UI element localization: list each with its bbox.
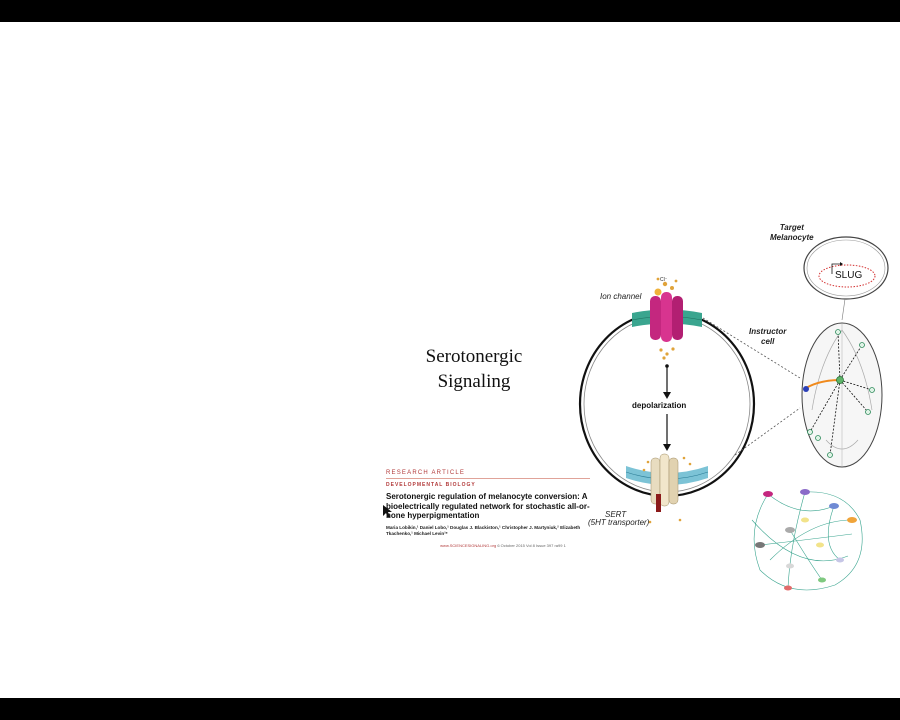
bottom-letterbox-bar: [0, 698, 900, 720]
paper-authors: Maria Lobikin,¹ Daniel Lobo,¹ Douglas J.…: [386, 524, 581, 536]
target-melanocyte-label: Target Melanocyte: [770, 223, 814, 242]
bubble-pointer: [841, 298, 846, 321]
paper-citation: RESEARCH ARTICLE DEVELOPMENTAL BIOLOGY S…: [386, 470, 590, 548]
sert-transporter-icon: [650, 453, 679, 512]
serotonin-particles: [642, 456, 692, 524]
chloride-ions: [656, 277, 678, 360]
ion-channel-icon: [650, 281, 683, 342]
depolarization-label: depolarization: [632, 401, 687, 410]
tadpole-embryo-icon: [801, 322, 883, 468]
paper-title: Serotonergic regulation of melanocyte co…: [386, 492, 590, 520]
signal-arrow-bottom: [663, 414, 671, 451]
paper-footer-details: 6 October 2015 Vol 8 Issue 397 ra99 1: [497, 542, 566, 548]
slide-title-text: Serotonergic Signaling: [425, 346, 523, 392]
top-letterbox-bar: [0, 0, 900, 22]
paper-footer-site: www.SCIENCESIGNALING.org: [440, 542, 497, 548]
instructor-cell-label: Instructor cell: [749, 327, 787, 346]
slug-label: SLUG: [835, 270, 863, 281]
melanocyte-network: [803, 329, 875, 458]
regulatory-network-nodes: [755, 489, 857, 591]
paper-rule: [386, 478, 590, 479]
presentation-slide: [0, 22, 900, 698]
sert-sublabel: (5HT transporter): [588, 518, 650, 527]
paper-section: DEVELOPMENTAL BIOLOGY: [386, 482, 476, 488]
zoom-connector-bottom: [734, 407, 801, 456]
slide-title: Serotonergic Signaling: [400, 344, 548, 394]
zoom-connector-top: [702, 317, 801, 379]
paper-eyebrow: RESEARCH ARTICLE: [386, 470, 466, 476]
paper-footer: www.SCIENCESIGNALING.org 6 October 2015 …: [386, 543, 590, 548]
chloride-label: Cl⁻: [660, 277, 668, 283]
ion-channel-label: Ion channel: [600, 292, 642, 301]
regulatory-network-graph: [751, 491, 863, 591]
mouse-cursor-icon: [383, 505, 392, 518]
sert-label: SERT: [605, 510, 627, 519]
slug-bubble-icon: [803, 236, 889, 300]
signal-arrow-top: [663, 364, 671, 399]
